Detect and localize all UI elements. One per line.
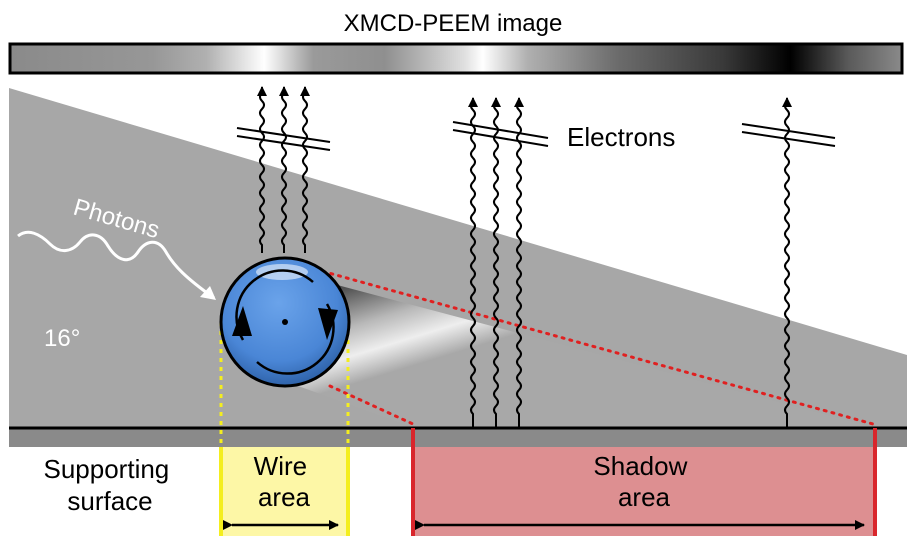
electron-path <box>514 97 524 428</box>
wire-area-label: Wire area <box>254 451 315 512</box>
electron-path <box>279 86 289 253</box>
break-mark <box>452 121 549 139</box>
path-break-marks <box>236 121 836 151</box>
photons-wave <box>17 230 215 300</box>
wire-highlight <box>256 264 308 280</box>
break-mark <box>236 127 331 143</box>
electron-path <box>300 86 310 253</box>
wire-cross-section <box>219 256 351 388</box>
peem-contrast-bar <box>8 42 904 75</box>
break-mark <box>741 123 836 139</box>
shadow-bottom-edge <box>328 384 415 426</box>
electron-path <box>782 97 792 428</box>
supporting-surface-label: Supporting surface <box>44 454 177 516</box>
wire-shadow <box>262 265 875 428</box>
photons-arrow-head <box>200 286 216 300</box>
shadow-area-label: Shadow area <box>593 451 694 512</box>
electron-path <box>468 97 478 428</box>
electrons-label: Electrons <box>567 122 675 152</box>
angle-label: 16° <box>44 325 80 352</box>
break-mark <box>236 135 331 151</box>
circulation-arrowhead-right <box>318 308 338 340</box>
electron-paths <box>257 86 792 428</box>
break-mark <box>452 129 549 147</box>
circulation-arrowhead-left <box>232 306 252 336</box>
electron-path <box>257 86 267 253</box>
break-mark <box>741 131 836 147</box>
wire-center-dot <box>282 319 288 325</box>
image-title: XMCD-PEEM image <box>344 10 563 37</box>
shadow-top-edge <box>298 263 875 426</box>
supporting-surface <box>9 428 907 447</box>
electron-path <box>491 97 501 428</box>
